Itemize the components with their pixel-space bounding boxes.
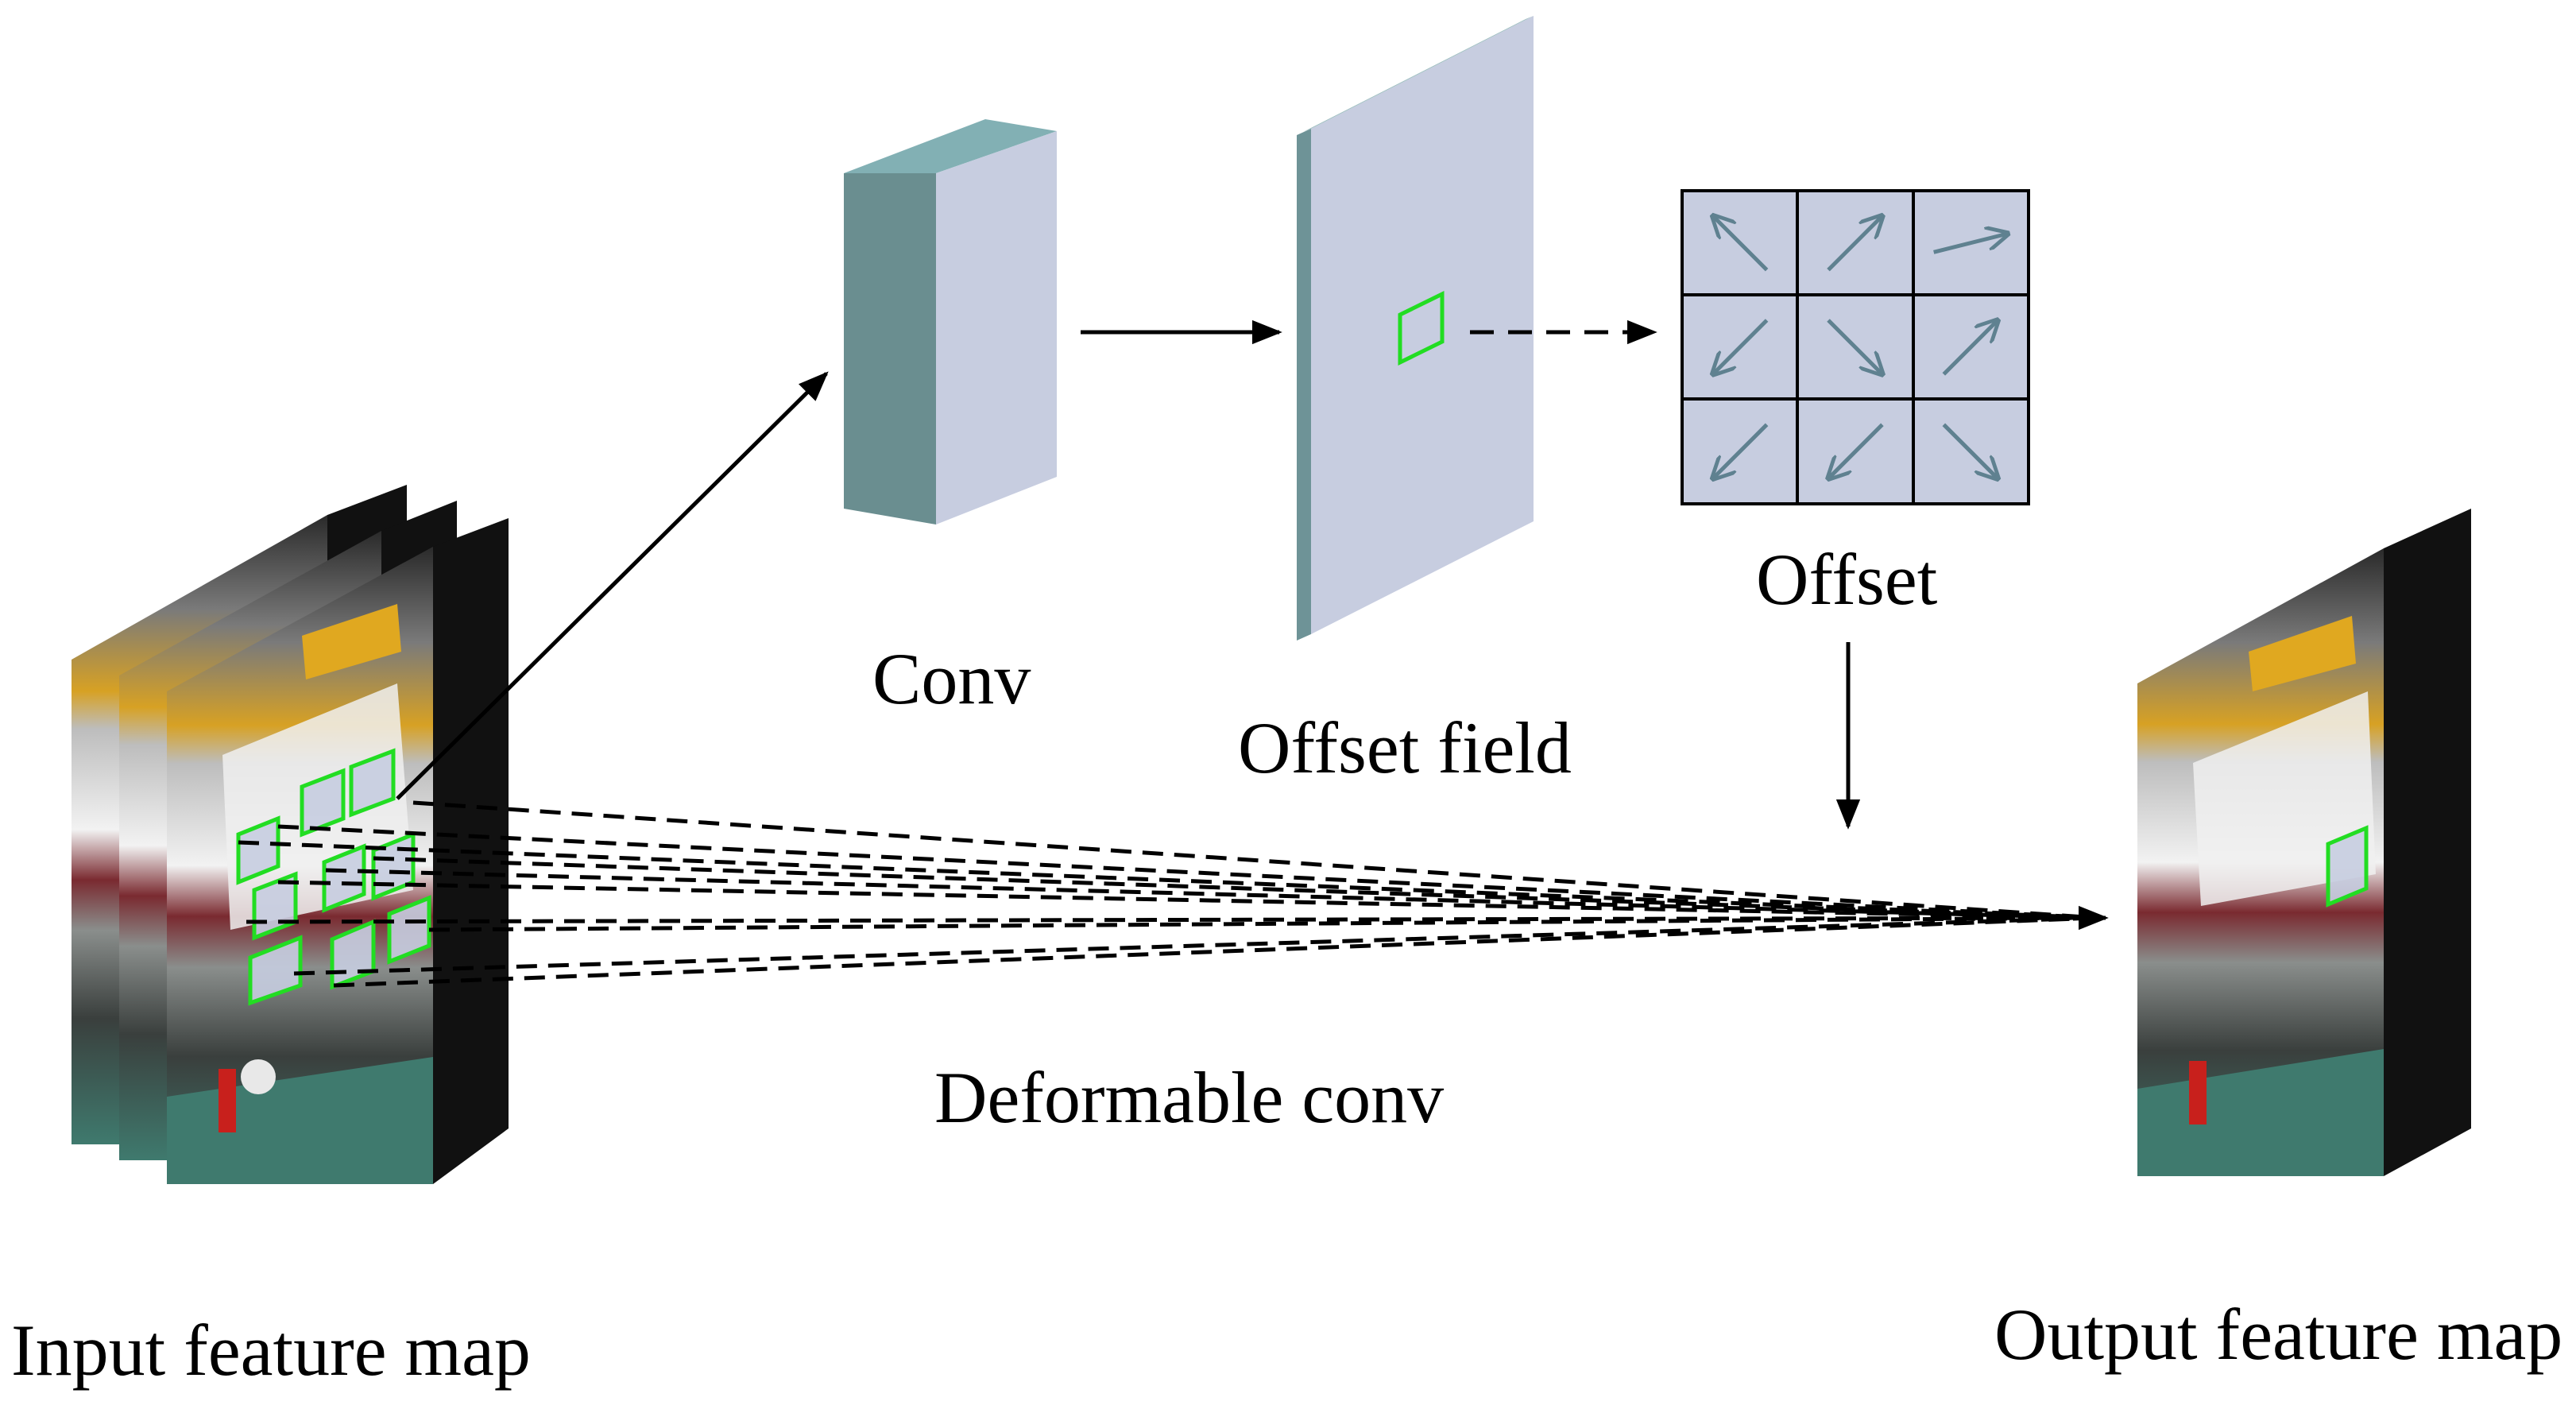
offset-arrow-icon — [1827, 319, 1882, 374]
conv-block — [844, 119, 1057, 525]
conv-front-face — [844, 173, 936, 525]
offset-arrow-icon — [1713, 423, 1769, 478]
offset-field-plane — [1297, 16, 1534, 641]
offset-grid — [1681, 189, 2030, 505]
offset-field-sample-box — [1398, 290, 1445, 366]
offset-arrow-icon — [1942, 320, 1998, 376]
offset-arrow-icon — [1828, 423, 1884, 478]
output-feature-map — [2137, 509, 2471, 1176]
output-feature-map-label: Output feature map — [1994, 1294, 2562, 1375]
conv-top-face — [844, 119, 1057, 173]
conv-label: Conv — [872, 638, 1031, 719]
offset-field-label: Offset field — [1238, 707, 1572, 788]
deformable-conv-label: Deformable conv — [934, 1057, 1444, 1138]
input-feature-map-label: Input feature map — [11, 1310, 531, 1391]
offset-label: Offset — [1756, 539, 1938, 620]
offset-arrow-icon — [1713, 319, 1769, 374]
offset-arrow-icon — [1933, 234, 2008, 254]
offset-arrow-icon — [1942, 423, 1998, 478]
deformable-conv-lines — [238, 800, 2098, 988]
conv-side-face — [936, 131, 1057, 525]
offset-arrow-icon — [1713, 216, 1769, 272]
offset-arrow-icon — [1827, 216, 1882, 272]
output-sample-box — [2326, 825, 2369, 908]
connectors — [238, 319, 2109, 988]
input-to-conv-arrow — [396, 371, 829, 800]
